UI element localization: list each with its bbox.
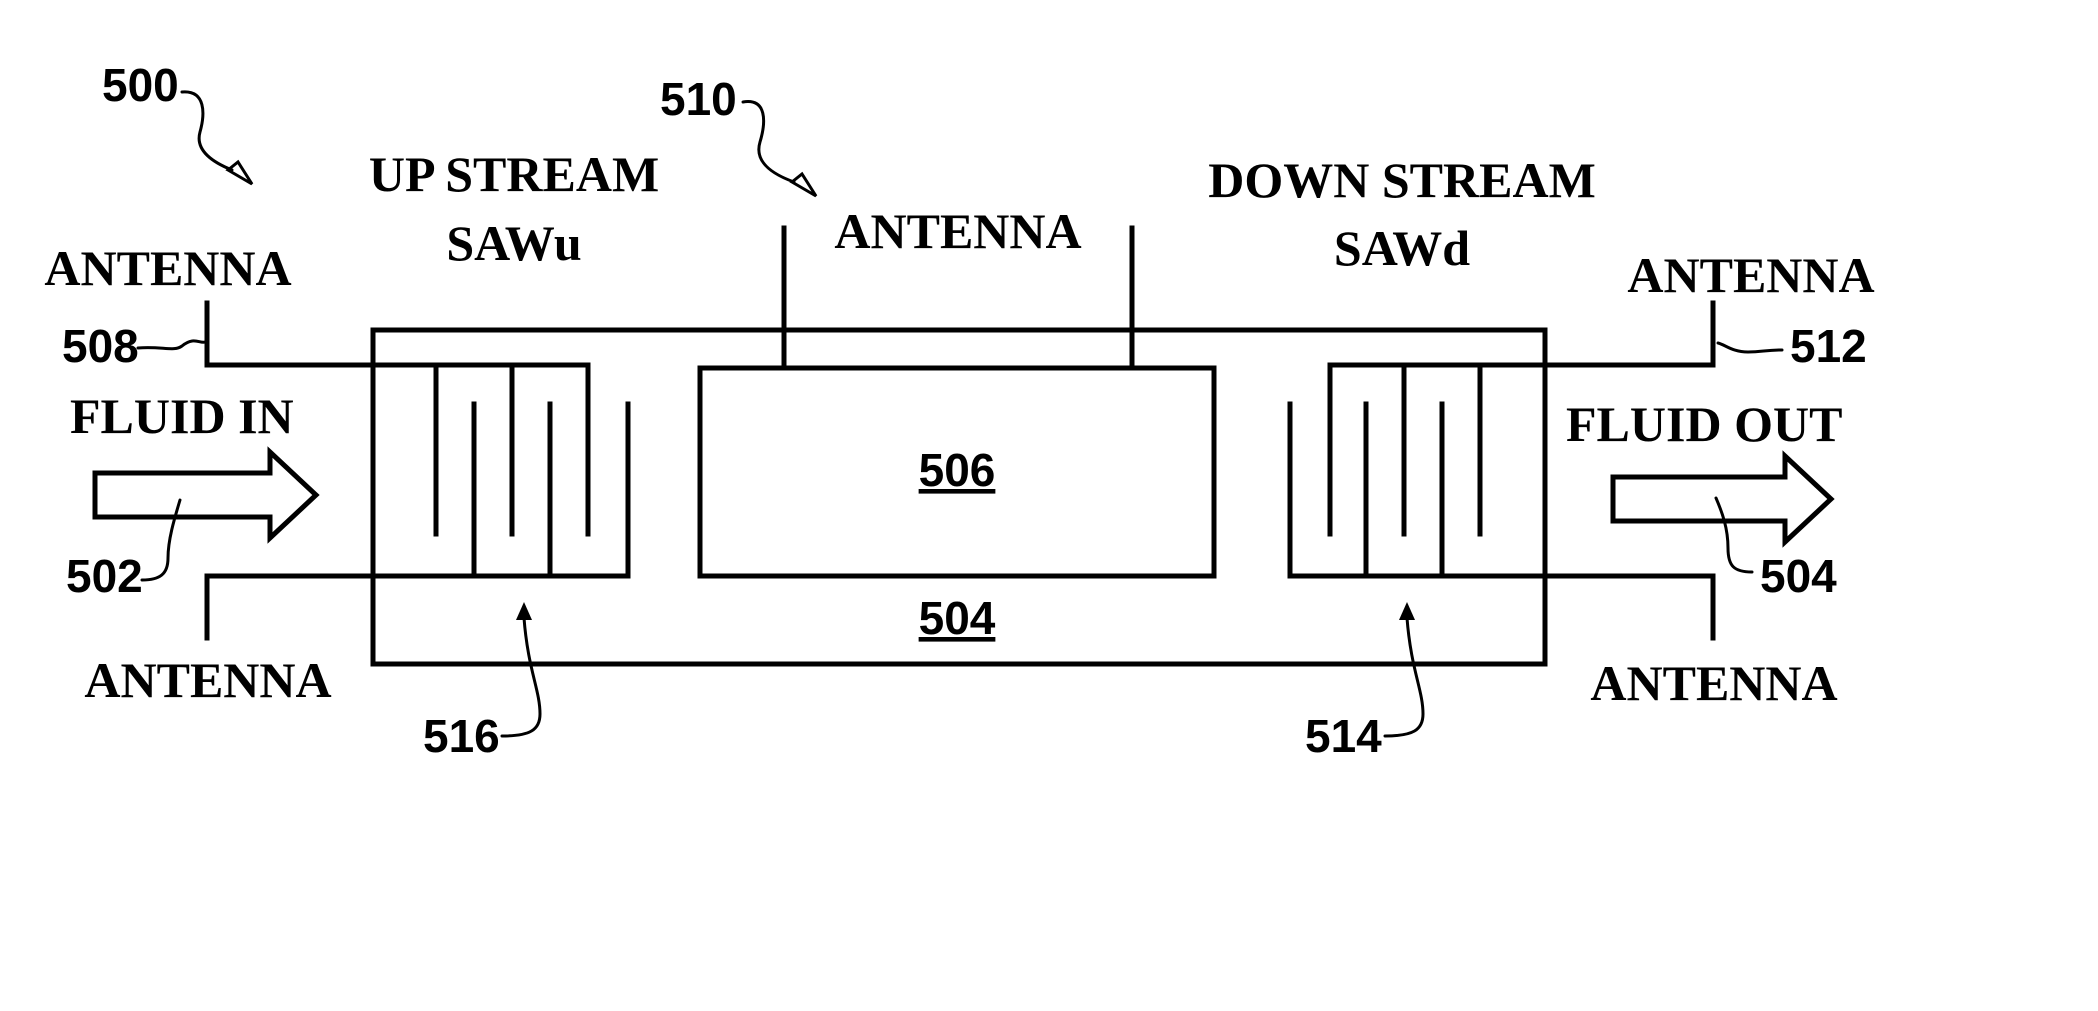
- fluid-in-label: FLUID IN: [70, 388, 294, 444]
- arrowhead-514: [1399, 602, 1415, 620]
- antenna-label-upper-left: ANTENNA: [44, 240, 291, 296]
- arrowhead-500: [228, 162, 252, 184]
- fluid-out-arrow: [1613, 456, 1831, 542]
- leader-516: [502, 618, 540, 736]
- leader-508: [138, 341, 205, 349]
- downstream-label-line2: SAWd: [1334, 220, 1470, 276]
- arrowhead-510: [792, 174, 816, 196]
- antenna-label-lower-left: ANTENNA: [84, 652, 331, 708]
- antenna-label-center: ANTENNA: [834, 203, 1081, 259]
- ref-506: 506: [919, 444, 996, 496]
- fluid-out-label: FLUID OUT: [1566, 396, 1842, 452]
- leader-512: [1718, 343, 1782, 352]
- ref-514: 514: [1305, 710, 1382, 762]
- ref-512: 512: [1790, 320, 1867, 372]
- arrowhead-516: [516, 602, 532, 620]
- ref-504-out: 504: [1760, 550, 1837, 602]
- fluid-in-arrow: [95, 452, 316, 538]
- downstream-label-line1: DOWN STREAM: [1208, 152, 1596, 208]
- ref-508: 508: [62, 320, 139, 372]
- upstream-label-line1: UP STREAM: [369, 146, 659, 202]
- ref-500: 500: [102, 59, 179, 111]
- antenna-label-upper-right: ANTENNA: [1627, 247, 1874, 303]
- ref-502: 502: [66, 550, 143, 602]
- antenna-label-lower-right: ANTENNA: [1590, 655, 1837, 711]
- downstream-saw-transducer: [1290, 303, 1713, 638]
- leader-502: [142, 500, 180, 580]
- leader-500: [182, 92, 232, 170]
- leader-510: [743, 102, 794, 182]
- leader-504-out: [1716, 498, 1752, 572]
- upstream-label-line2: SAWu: [446, 215, 581, 271]
- ref-516: 516: [423, 710, 500, 762]
- leader-514: [1385, 618, 1423, 736]
- ref-510: 510: [660, 73, 737, 125]
- ref-504-channel: 504: [919, 592, 996, 644]
